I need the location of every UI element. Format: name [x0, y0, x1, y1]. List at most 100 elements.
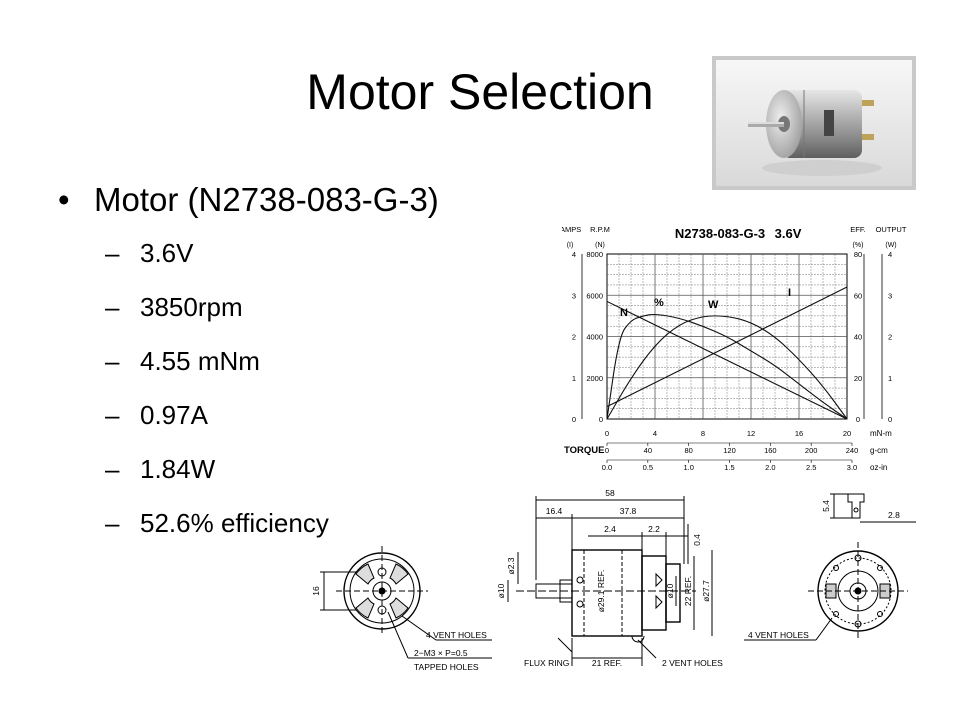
dim-22-ref: 22 REF.: [683, 576, 693, 606]
tick-label-eff: 0: [856, 415, 860, 424]
tick-label-mnm: 0: [605, 429, 609, 438]
tick-label-output: 1: [888, 374, 892, 383]
tick-label-rpm: 8000: [586, 250, 603, 259]
tick-label-output: 2: [888, 333, 892, 342]
tick-label-eff: 40: [854, 333, 862, 342]
performance-chart: N2738-083-G-3 3.6V AMPS (I) R.P.M (N) EF…: [562, 225, 907, 472]
tick-label-rpm: 4000: [586, 333, 603, 342]
curve-label-eff: %: [654, 297, 664, 309]
dim-37-8: 37.8: [620, 506, 637, 516]
dim-phi-2-3: ø2.3: [506, 557, 516, 574]
dim-phi-10-right: ø10: [665, 583, 675, 598]
tick-label-mnm: 16: [795, 429, 803, 438]
tick-label-gcm: 200: [805, 446, 818, 455]
dim-phi-29-1: ø29.1 REF.: [596, 570, 606, 613]
tick-label-mnm: 8: [701, 429, 705, 438]
dim-2-8: 2.8: [888, 510, 900, 520]
tick-label-mnm: 4: [653, 429, 657, 438]
header-eff: EFF.: [850, 225, 865, 234]
dim-16-4: 16.4: [546, 506, 563, 516]
curve-label-i: I: [788, 287, 791, 299]
tick-label-amps: 1: [572, 374, 576, 383]
tick-label-ozin: 1.0: [683, 463, 693, 472]
dim-16: 16: [311, 586, 321, 596]
tick-label-amps: 0: [572, 415, 576, 424]
tick-label-rpm: 6000: [586, 291, 603, 300]
tick-label-amps: 2: [572, 333, 576, 342]
curve-amps: [606, 286, 848, 408]
chart-voltage: 3.6V: [775, 226, 802, 241]
bullet-dot: •: [58, 181, 70, 218]
tick-label-gcm: 120: [723, 446, 736, 455]
curve-label-n: N: [620, 307, 628, 319]
tick-label-ozin: 2.0: [765, 463, 775, 472]
spec-item: –3850rpm: [105, 292, 243, 322]
header-amps: AMPS: [562, 225, 581, 234]
dim-0-4: 0.4: [692, 534, 702, 546]
tick-label-eff: 80: [854, 250, 862, 259]
spec-text: 3850rpm: [140, 292, 243, 322]
label-2-vent-holes: 2 VENT HOLES: [662, 658, 723, 668]
plot-curves: [606, 286, 848, 420]
tick-label-gcm: 80: [684, 446, 692, 455]
motor-photo: [712, 56, 916, 190]
tick-label-ozin: 0.0: [602, 463, 612, 472]
tick-label-gcm: 160: [764, 446, 777, 455]
dim-58: 58: [605, 488, 615, 498]
curve-output: [606, 315, 848, 420]
dim-2-2: 2.2: [648, 524, 660, 534]
tick-label-rpm: 0: [599, 415, 603, 424]
label-flux-ring: FLUX RING: [524, 658, 569, 668]
spec-text: 3.6V: [140, 238, 194, 268]
tick-label-output: 0: [888, 415, 892, 424]
dim-phi-10-left: ø10: [496, 583, 506, 598]
plot-grid: [581, 253, 883, 420]
tick-label-mnm: 12: [747, 429, 755, 438]
spec-text: 52.6% efficiency: [140, 508, 329, 538]
dim-phi-27-7: ø27.7: [701, 580, 711, 602]
label-m3-tapped: 2−M3 × P=0.5: [414, 648, 468, 658]
unit-ozin: oz-in: [870, 463, 887, 472]
dim-2-4: 2.4: [604, 524, 616, 534]
tick-label-amps: 3: [572, 291, 576, 300]
chart-title: N2738-083-G-3: [675, 226, 765, 241]
curve-label-w: W: [708, 299, 719, 311]
spec-text: 0.97A: [140, 400, 208, 430]
spec-item: –0.97A: [105, 400, 208, 430]
tick-label-gcm: 0: [605, 446, 609, 455]
motor-bullet: •Motor (N2738-083-G-3): [58, 180, 439, 220]
label-4-vent-holes-right: 4 VENT HOLES: [748, 630, 809, 640]
tick-label-eff: 60: [854, 291, 862, 300]
tick-label-output: 4: [888, 250, 892, 259]
unit-mnm: mN-m: [870, 429, 892, 438]
label-tapped-holes: TAPPED HOLES: [414, 662, 479, 672]
spec-item: –3.6V: [105, 238, 194, 268]
unit-gcm: g-cm: [870, 446, 888, 455]
tick-label-output: 3: [888, 291, 892, 300]
slide-title: Motor Selection: [306, 64, 654, 120]
dim-21-ref: 21 REF.: [592, 658, 622, 668]
header-amps-unit: (I): [567, 242, 574, 249]
dim-5-4: 5.4: [821, 500, 831, 512]
header-eff-unit: (%): [853, 242, 864, 249]
curve-eff: [606, 313, 848, 420]
spec-item: –52.6% efficiency: [105, 508, 329, 538]
tick-label-rpm: 2000: [586, 374, 603, 383]
header-rpm-unit: (N): [595, 242, 605, 249]
curve-rpm: [606, 300, 848, 420]
tick-label-ozin: 2.5: [806, 463, 816, 472]
header-rpm: R.P.M: [590, 225, 610, 234]
header-output: OUTPUT: [876, 225, 907, 234]
torque-label: TORQUE: [564, 445, 604, 456]
spec-list: –3.6V –3850rpm –4.55 mNm –0.97A –1.84W –…: [105, 240, 329, 564]
technical-drawing: 58 16.4 37.8 2.4 2.2 0.4 ø2.3 ø10 ø29.1 …: [311, 488, 916, 672]
spec-item: –1.84W: [105, 454, 216, 484]
tick-label-amps: 4: [572, 250, 576, 259]
tick-label-eff: 20: [854, 374, 862, 383]
tick-label-gcm: 240: [846, 446, 859, 455]
header-output-unit: (W): [885, 242, 896, 249]
spec-text: 1.84W: [140, 454, 216, 484]
tick-label-ozin: 3.0: [847, 463, 857, 472]
